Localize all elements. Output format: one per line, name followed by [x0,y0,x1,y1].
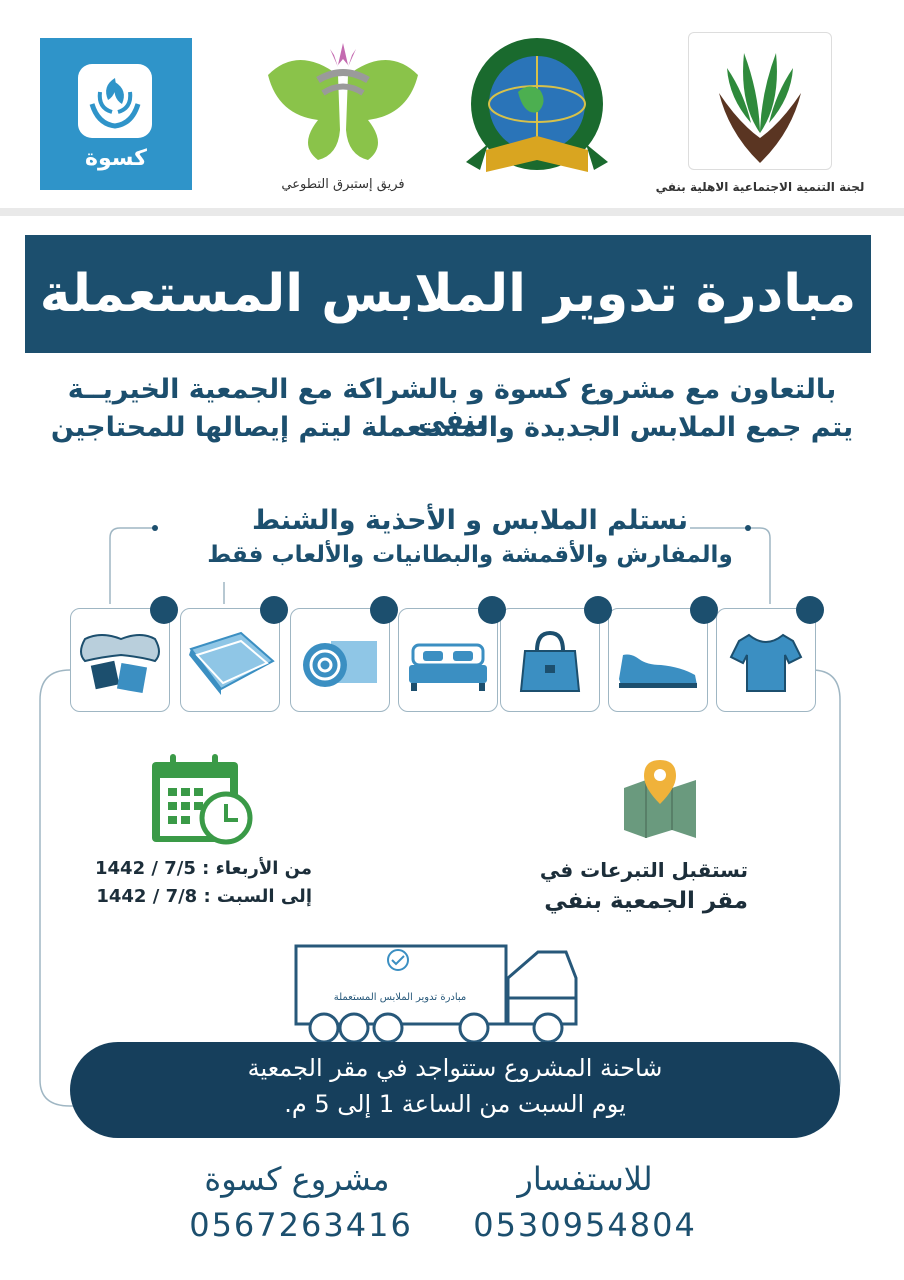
item-card-tshirt [716,608,816,712]
item-card-bed [398,608,498,712]
map-pin-icon [624,760,696,838]
item-card-fabric [180,608,280,712]
date-to: إلى السبت : 7/8 / 1442 [96,886,312,907]
kiswa-name: كسوة [85,146,147,171]
contact-phone-kiswa[interactable]: 0567263416 [189,1206,413,1244]
truck-label: مبادرة تدوير الملابس المستعملة [333,992,467,1003]
page-title: مبادرة تدوير الملابس المستعملة [25,235,871,353]
item-dot [584,596,612,624]
accept-line-1: نستلم الملابس و الأحذية والشنط [251,505,689,536]
intro-line-1: بالتعاون مع مشروع كسوة و بالشراكة مع الج… [67,374,837,436]
connector-lines [39,525,841,1107]
calendar-icon [152,754,253,845]
truck-notice-line-1: شاحنة المشروع ستتواجد في مقر الجمعية [247,1054,663,1082]
blanket-roll-icon [303,641,377,687]
item-dot [478,596,506,624]
location-line-2: مقر الجمعية بنفي [544,888,748,914]
truck-icon [294,944,578,1044]
contact-label-inquiry: للاستفسار [517,1160,653,1198]
item-card-shoe [608,608,708,712]
istabrak-name: فريق إستبرق التطوعي [281,177,405,192]
bed-icon [409,643,487,691]
accept-line-2: والمفارش والأقمشة والبطانيات والألعاب فق… [207,542,733,568]
fabric-icon [189,631,275,695]
kiswa-logo: كسوة [40,38,192,190]
lajna-name: لجنة التنمية الاجتماعية الاهلية بنفي [655,180,865,194]
butterfly-icon [268,43,418,160]
shoe-icon [619,654,697,688]
globe-book-icon [466,38,608,172]
bag-icon [519,630,581,692]
leaves-icon [719,53,801,163]
albir-ring-text: جمعية البر الخيرية بنفي [458,32,459,33]
divider [0,208,904,216]
tshirt-icon [729,633,803,692]
item-dot [690,596,718,624]
hands-logo-icon [78,64,152,138]
toys-icon [80,634,160,694]
item-card-blanket [290,608,390,712]
istabrak-logo: فريق إستبرق التطوعي [258,35,428,200]
albir-logo: جمعية البر الخيرية بنفي [458,32,616,190]
item-card-bag [500,608,600,712]
truck-notice: شاحنة المشروع ستتواجد في مقر الجمعية يوم… [70,1042,840,1138]
item-dot [150,596,178,624]
contact-phone-inquiry[interactable]: 0530954804 [473,1206,697,1244]
lajna-logo [688,32,832,170]
date-from: من الأربعاء : 7/5 / 1442 [95,858,312,879]
truck-notice-line-2: يوم السبت من الساعة 1 إلى 5 م. [284,1090,626,1118]
item-dot [796,596,824,624]
contact-label-kiswa: مشروع كسوة [204,1160,390,1198]
intro-line-2: يتم جمع الملابس الجديدة والمستعملة ليتم … [50,412,854,443]
item-dot [260,596,288,624]
item-dot [370,596,398,624]
location-line-1: تستقبل التبرعات في [539,858,748,882]
item-card-toys [70,608,170,712]
